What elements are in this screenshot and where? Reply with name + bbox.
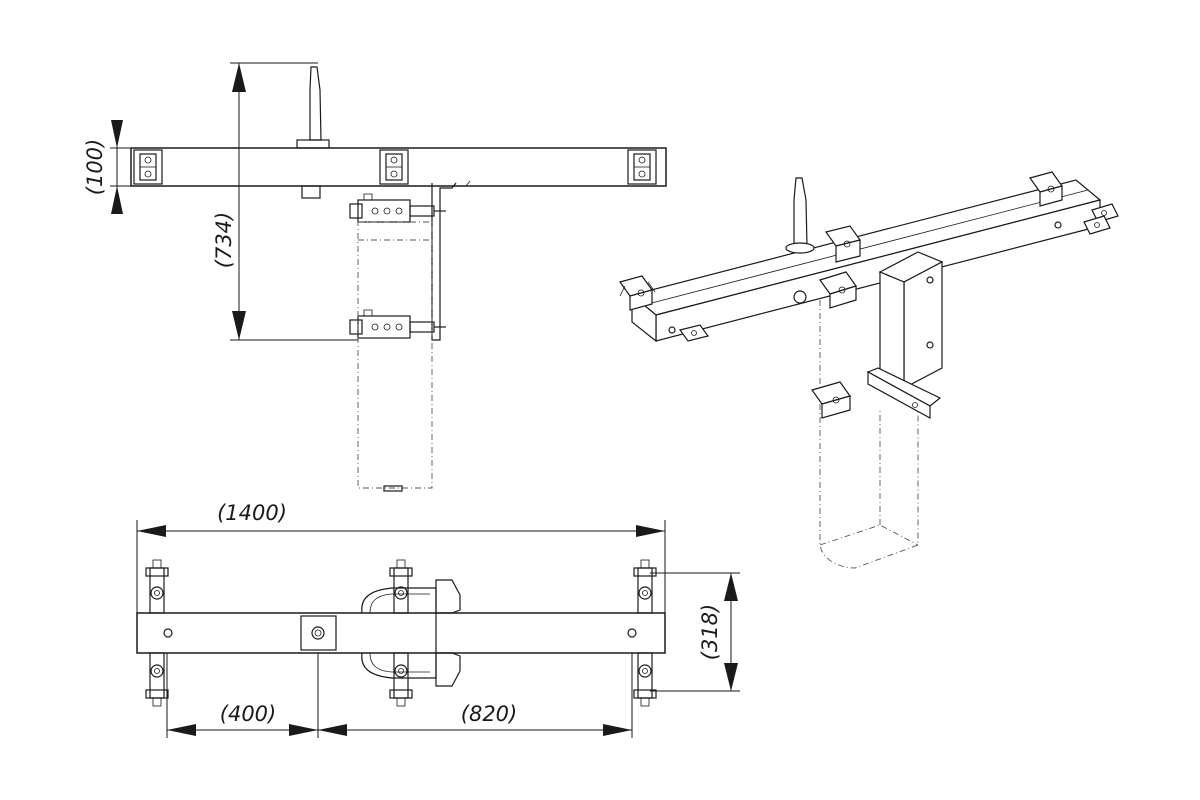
- plan-clamp-top-right: [633, 559, 657, 614]
- iso-clamp-left-bottom: [678, 324, 710, 342]
- dim-label-1400: (1400): [217, 501, 287, 525]
- plan-clamp-top-center: [389, 559, 413, 614]
- beam-clamp-center: [379, 149, 409, 185]
- front-beam: [130, 147, 667, 187]
- pole-pin: [309, 66, 322, 141]
- iso-clamp-right-end: [1083, 203, 1119, 235]
- dim-offsets: (400) (820): [166, 653, 633, 738]
- iso-clamp-right-top: [1029, 171, 1063, 207]
- iso-lower-bracket: [867, 370, 931, 420]
- iso-speaker-outline: [819, 300, 919, 569]
- hanger-plate: [431, 182, 457, 341]
- isometric-view: [619, 171, 1119, 569]
- dim-label-734: (734): [212, 212, 236, 268]
- iso-pin: [793, 177, 808, 247]
- iso-clamp-center: [824, 225, 862, 263]
- front-view: [130, 66, 667, 492]
- plan-clamp-bottom-right: [633, 652, 657, 707]
- beam-hole-left: [163, 628, 173, 638]
- dim-depth-plan: (318): [650, 572, 740, 692]
- iso-beam-front: [655, 199, 1101, 342]
- dim-label-318: (318): [698, 604, 722, 660]
- dim-label-100: (100): [83, 139, 107, 195]
- speaker-outline: [357, 221, 433, 489]
- pin-base: [296, 139, 330, 149]
- iso-clamp-left-end: [619, 275, 656, 311]
- yoke-bracket-bottom: [435, 652, 461, 687]
- dim-height-total: (734): [212, 62, 358, 341]
- beam-clamp-right: [627, 149, 657, 185]
- yoke-bracket-top: [435, 579, 461, 614]
- beam-bolt: [301, 185, 321, 199]
- beam-hole-right: [627, 628, 637, 638]
- plan-pin-plate: [300, 615, 337, 651]
- yoke-upper: [361, 587, 437, 614]
- beam-clamp-left: [133, 149, 163, 185]
- speaker-foot: [383, 485, 403, 492]
- dim-height-top-beam: (100): [83, 120, 131, 214]
- iso-clamp-hanger-lower: [811, 381, 851, 419]
- plan-clamp-bottom-center: [389, 652, 413, 707]
- dim-width-total: (1400): [136, 501, 666, 613]
- plan-view: [136, 559, 666, 707]
- iso-clamp-hanger-upper: [793, 271, 857, 309]
- lower-mount: [349, 309, 446, 339]
- yoke-lower: [361, 652, 437, 679]
- dim-label-400: (400): [220, 702, 276, 726]
- dim-label-820: (820): [461, 702, 517, 726]
- plan-clamp-bottom-left: [145, 652, 169, 707]
- plan-clamp-top-left: [145, 559, 169, 614]
- iso-hanger-front: [903, 261, 943, 389]
- plan-beam: [136, 612, 666, 654]
